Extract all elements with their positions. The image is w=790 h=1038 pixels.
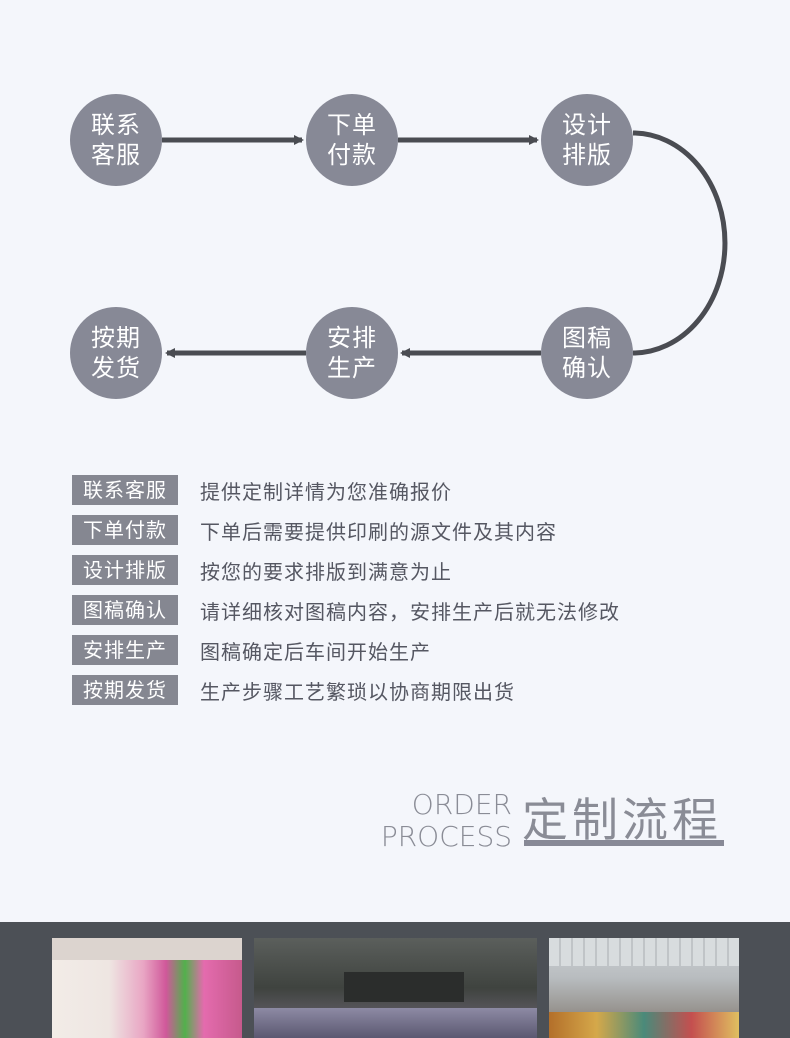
step-description: 图稿确定后车间开始生产 <box>200 639 431 664</box>
step-list: 联系客服 提供定制详情为您准确报价 下单付款 下单后需要提供印刷的源文件及其内容… <box>72 470 772 710</box>
heading-en-line1: ORDER <box>411 788 512 821</box>
step-row: 按期发货 生产步骤工艺繁琐以协商期限出货 <box>72 670 772 710</box>
factory-photo-strip <box>0 922 790 1038</box>
heading-en-line2: PROCESS <box>380 820 512 853</box>
step-row: 安排生产 图稿确定后车间开始生产 <box>72 630 772 670</box>
step-description: 请详细核对图稿内容，安排生产后就无法修改 <box>200 599 620 624</box>
flow-connectors <box>162 130 728 358</box>
heading-cn: 定制流程 <box>522 793 722 847</box>
node-label-line2: 确认 <box>562 354 612 382</box>
process-flow-diagram: 联系 客服 下单 付款 设计 排版 图稿 确认 安排 生产 按期 发货 <box>0 0 790 430</box>
step-tag: 下单付款 <box>72 515 178 545</box>
step-tag: 按期发货 <box>72 675 178 705</box>
photo-desk <box>344 972 464 1002</box>
node-label-line1: 图稿 <box>562 324 612 352</box>
step-description: 提供定制详情为您准确报价 <box>200 479 452 504</box>
photo-goods <box>549 1012 739 1038</box>
node-label-line1: 按期 <box>91 324 141 352</box>
flow-node-order: 下单 付款 <box>306 94 398 186</box>
step-description: 按您的要求排版到满意为止 <box>200 559 452 584</box>
step-description: 生产步骤工艺繁琐以协商期限出货 <box>200 679 515 704</box>
flow-node-deliver: 按期 发货 <box>70 307 162 399</box>
node-label-line1: 安排 <box>327 324 377 352</box>
node-label-line2: 客服 <box>91 141 141 169</box>
photo-workshop <box>254 938 537 1038</box>
step-tag: 设计排版 <box>72 555 178 585</box>
step-tag: 图稿确认 <box>72 595 178 625</box>
node-label-line2: 排版 <box>562 141 612 169</box>
photo-warehouse <box>549 938 739 1038</box>
node-label-line2: 发货 <box>91 354 141 382</box>
step-row: 下单付款 下单后需要提供印刷的源文件及其内容 <box>72 510 772 550</box>
flow-node-proof: 图稿 确认 <box>541 307 633 399</box>
step-row: 图稿确认 请详细核对图稿内容，安排生产后就无法修改 <box>72 590 772 630</box>
photo-rolls <box>254 1008 537 1038</box>
node-label-line1: 下单 <box>327 111 377 139</box>
step-description: 下单后需要提供印刷的源文件及其内容 <box>200 519 557 544</box>
step-row: 联系客服 提供定制详情为您准确报价 <box>72 470 772 510</box>
node-label-line1: 联系 <box>91 111 141 139</box>
flow-node-contact: 联系 客服 <box>70 94 162 186</box>
photo-ceiling <box>52 938 242 960</box>
heading-underline <box>524 840 724 846</box>
node-label-line2: 付款 <box>327 141 377 169</box>
step-tag: 安排生产 <box>72 635 178 665</box>
flow-node-design: 设计 排版 <box>541 94 633 186</box>
step-tag: 联系客服 <box>72 475 178 505</box>
photo-roof <box>549 938 739 966</box>
photo-fabric-rolls <box>52 938 242 1038</box>
arrow-design-to-proof <box>632 130 728 356</box>
node-label-line2: 生产 <box>327 354 377 382</box>
flow-node-produce: 安排 生产 <box>306 307 398 399</box>
section-heading: ORDER PROCESS 定制流程 <box>360 782 740 862</box>
node-label-line1: 设计 <box>562 111 612 139</box>
step-row: 设计排版 按您的要求排版到满意为止 <box>72 550 772 590</box>
